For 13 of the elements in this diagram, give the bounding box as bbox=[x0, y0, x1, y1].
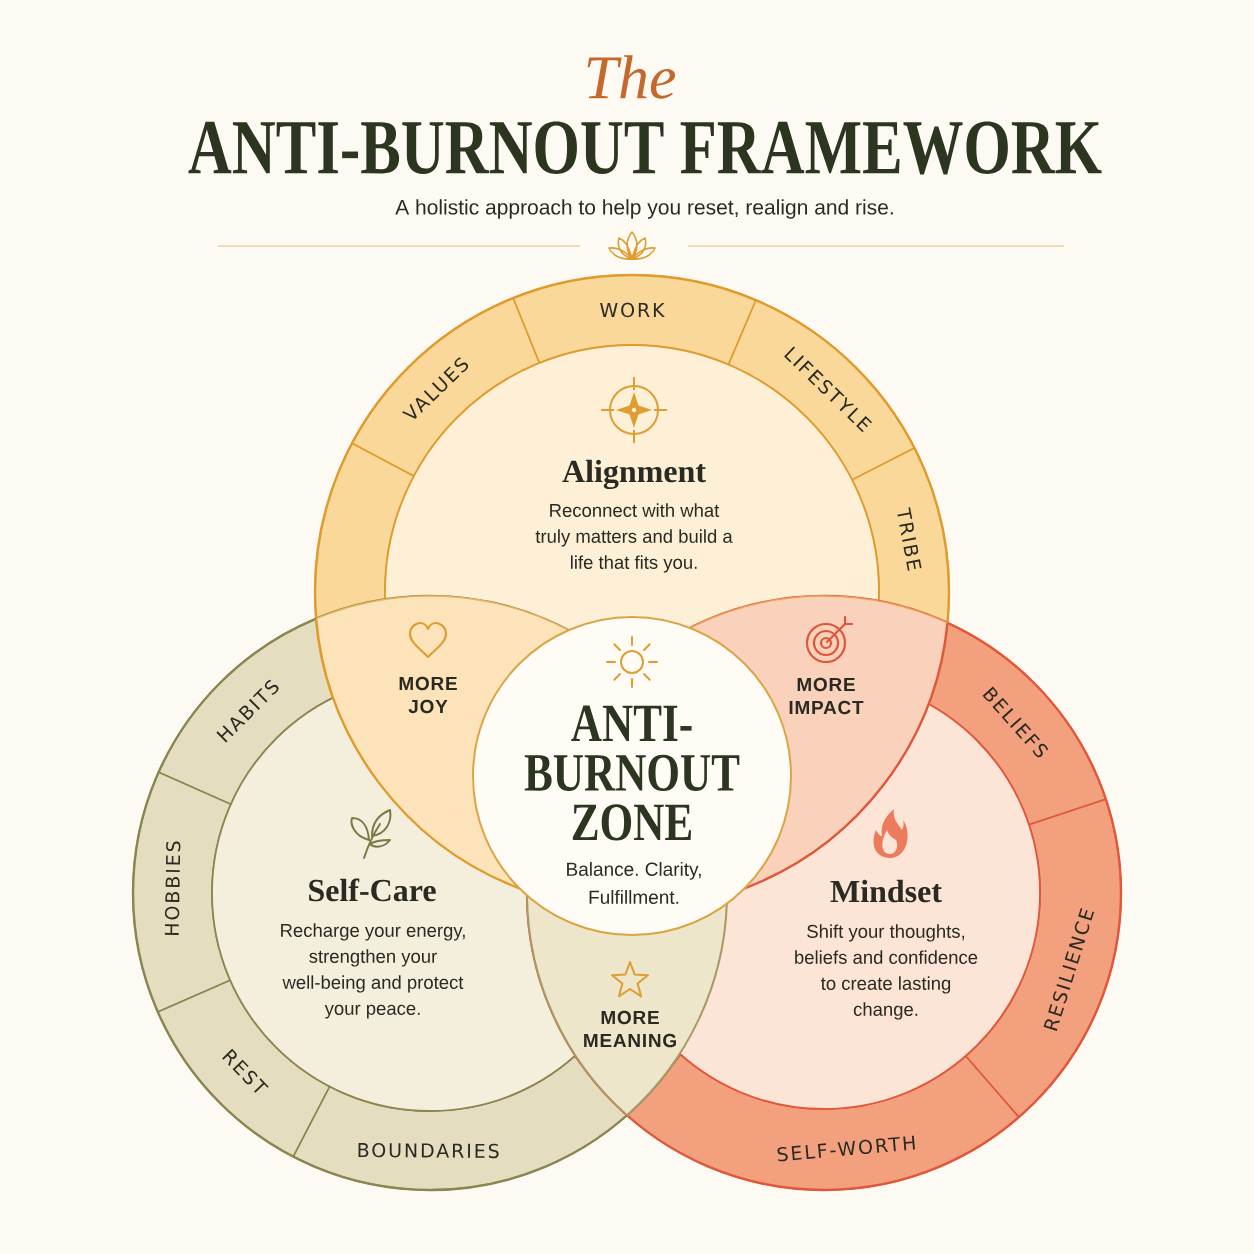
band-segment: SELF-WORTH bbox=[626, 1053, 1020, 1191]
description: Reconnect with what truly matters and build a life that fits you. bbox=[535, 503, 733, 573]
title-prefix: The bbox=[587, 55, 676, 99]
subtitle: A holistic approach to help you reset, realign and rise. bbox=[395, 199, 893, 219]
band-segment: HOBBIES bbox=[132, 771, 232, 1013]
title: ANTI-BURNOUT FRAMEWORK bbox=[188, 121, 1102, 175]
heading: Mindset bbox=[830, 879, 942, 903]
heading: Self-Care bbox=[309, 878, 436, 902]
heading: Alignment bbox=[562, 459, 706, 490]
description: Balance. Clarity, Fulfillment. bbox=[567, 862, 701, 904]
band-segment: WORK bbox=[512, 274, 757, 366]
band-segment: BOUNDARIES bbox=[292, 1055, 628, 1191]
heading: ANTI-BURNOUT ZONE bbox=[524, 705, 740, 841]
